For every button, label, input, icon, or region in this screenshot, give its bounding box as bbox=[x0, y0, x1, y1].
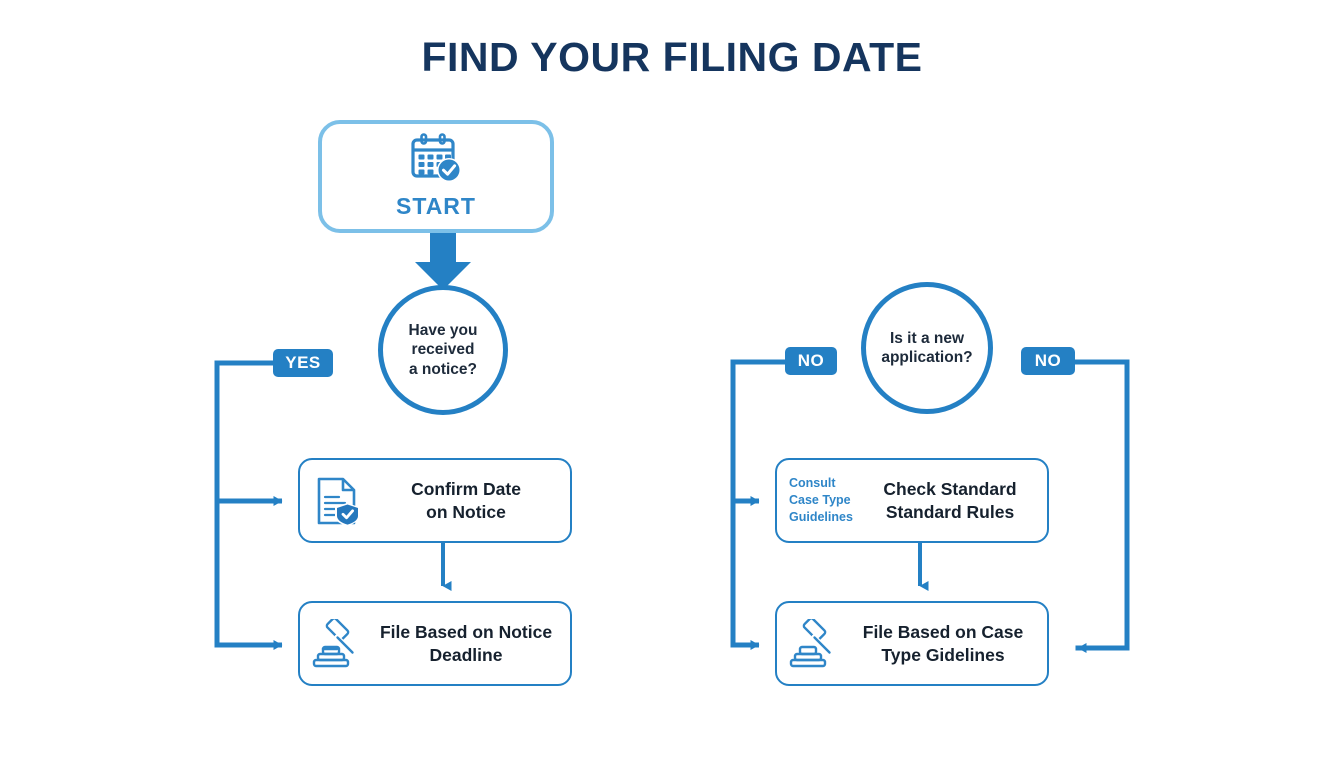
edge-q2-no-left-bus bbox=[730, 359, 787, 648]
document-shield-check-icon bbox=[300, 475, 374, 527]
decision-notice-line3: a notice? bbox=[408, 360, 478, 378]
gavel-icon bbox=[300, 618, 374, 669]
process-confirm-line2: on Notice bbox=[426, 501, 506, 522]
process-check-standard-rules[interactable]: Consult Case Type Guidelines Check Stand… bbox=[775, 458, 1049, 543]
branch-label-no-left: NO bbox=[785, 347, 837, 375]
process-file-notice-line2: Deadline bbox=[429, 644, 503, 665]
gavel-icon bbox=[777, 618, 851, 669]
edge-start-to-q1 bbox=[415, 233, 471, 290]
process-file-based-on-case-type-guidelines[interactable]: File Based on Case Type Gidelines bbox=[775, 601, 1049, 686]
process-file-notice-text: File Based on Notice Deadline bbox=[374, 621, 570, 667]
consult-note-line1: Consult bbox=[789, 476, 836, 491]
consult-note-line3: Guidelines bbox=[789, 509, 853, 524]
decision-application-line2: application? bbox=[881, 349, 973, 366]
process-file-case-line2: Type Gidelines bbox=[881, 644, 1005, 665]
process-check-line2: Standard Rules bbox=[885, 501, 1015, 522]
branch-label-no-right: NO bbox=[1021, 347, 1075, 375]
process-file-case-line1: File Based on Case bbox=[862, 621, 1024, 642]
page-title: FIND YOUR FILING DATE bbox=[421, 34, 923, 80]
edge-q2-no-right-bus bbox=[1073, 359, 1130, 653]
decision-have-you-received-a-notice[interactable]: Have you received a notice? bbox=[378, 285, 508, 415]
calendar-check-icon bbox=[409, 133, 463, 190]
decision-notice-text: Have you received a notice? bbox=[399, 321, 488, 379]
process-check-line1: Check Standard bbox=[883, 478, 1017, 499]
edge-q1-yes-bus bbox=[214, 360, 275, 648]
process-confirm-date-on-notice[interactable]: Confirm Date on Notice bbox=[298, 458, 572, 543]
process-file-based-on-notice-deadline[interactable]: File Based on Notice Deadline bbox=[298, 601, 572, 686]
consult-note-line2: Case Type bbox=[789, 493, 851, 508]
process-check-text: Check Standard Standard Rules bbox=[863, 478, 1047, 524]
process-confirm-text: Confirm Date on Notice bbox=[374, 478, 570, 524]
process-file-notice-line1: File Based on Notice bbox=[379, 621, 553, 642]
decision-application-line1: Is it a new bbox=[889, 329, 965, 347]
decision-is-it-a-new-application[interactable]: Is it a new application? bbox=[861, 282, 993, 414]
decision-notice-line1: Have you bbox=[408, 321, 478, 339]
decision-application-text: Is it a new application? bbox=[871, 329, 982, 368]
process-confirm-line1: Confirm Date bbox=[411, 478, 521, 499]
decision-notice-line2: received bbox=[411, 341, 475, 359]
process-file-case-text: File Based on Case Type Gidelines bbox=[851, 621, 1047, 667]
start-label: START bbox=[396, 193, 476, 219]
start-node[interactable]: START bbox=[318, 120, 554, 233]
consult-case-type-guidelines-note: Consult Case Type Guidelines bbox=[777, 475, 863, 526]
branch-label-yes: YES bbox=[273, 349, 333, 377]
